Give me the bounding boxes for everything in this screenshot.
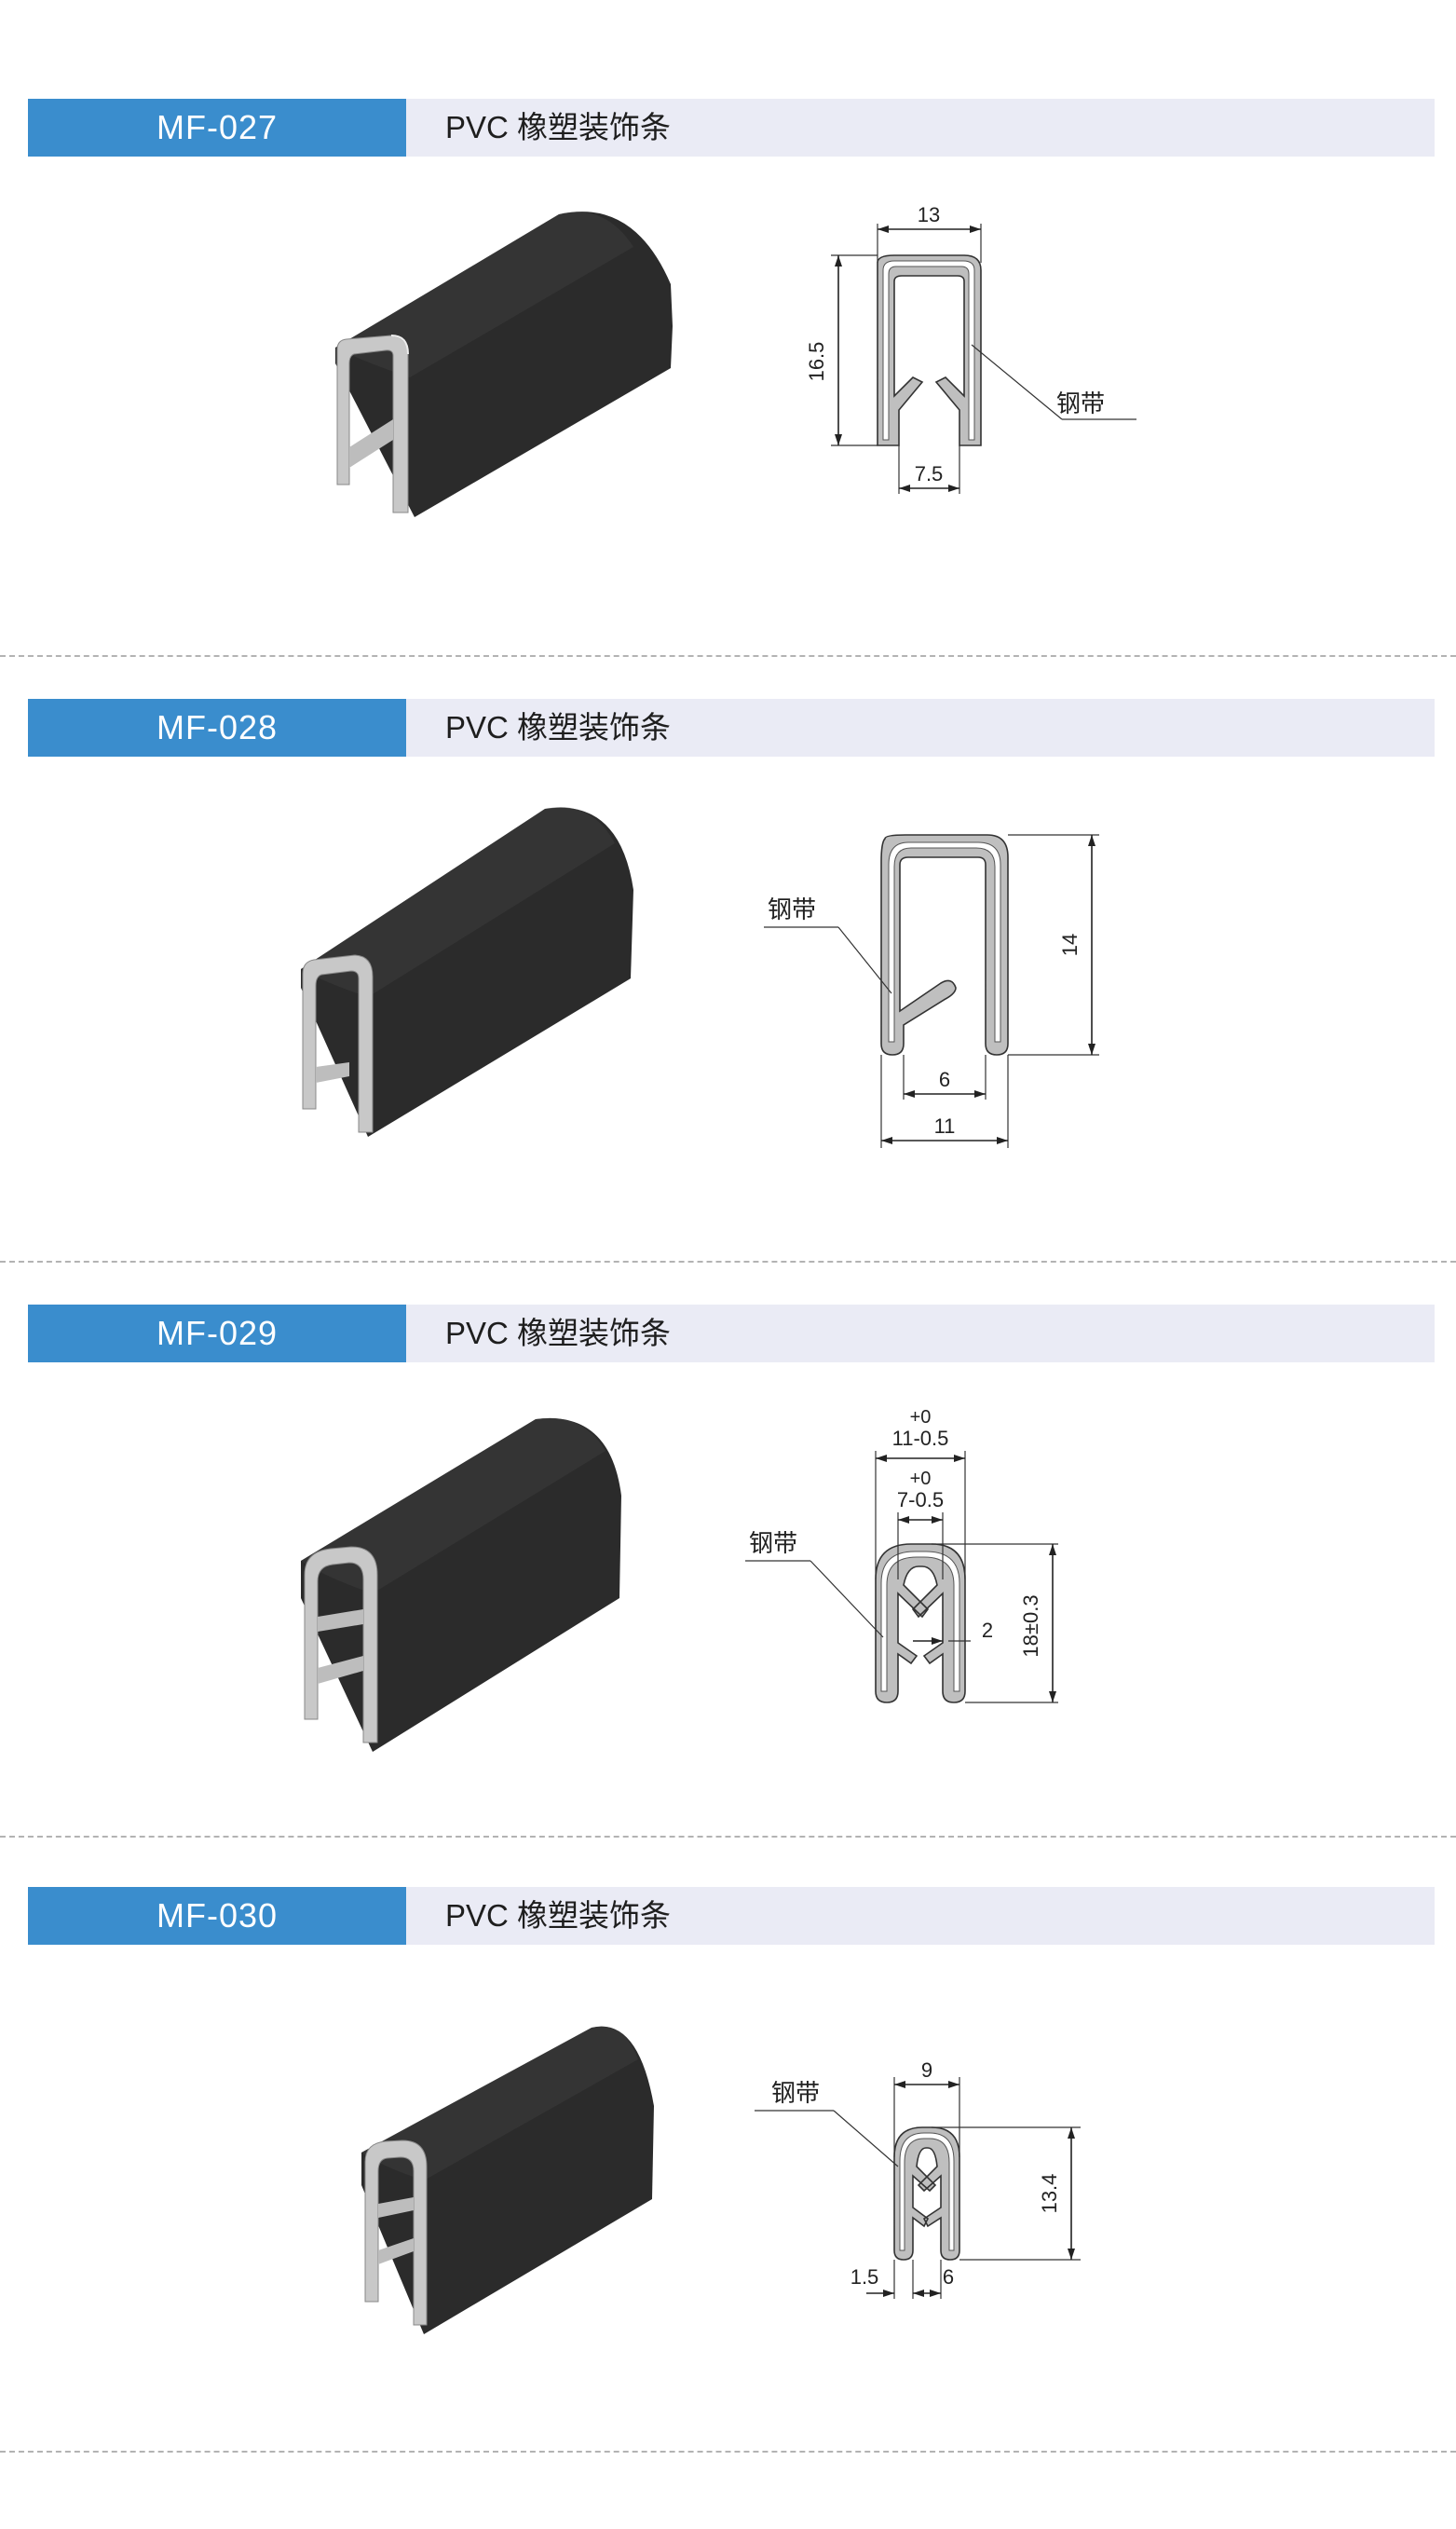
product-name: PVC 橡塑装饰条	[445, 110, 672, 144]
product-header: MF-029 PVC 橡塑装饰条	[28, 1305, 1435, 1362]
dim-wall: 1.5	[850, 2265, 879, 2289]
dim-width: 11-0.5	[892, 1427, 949, 1450]
dim-inner-tolerance: +0	[910, 1469, 932, 1489]
steel-band-label: 钢带	[749, 1529, 797, 1557]
technical-drawing-mf-028: 14 6 11 钢带	[764, 834, 1099, 1148]
steel-band-label: 钢带	[1056, 390, 1105, 417]
dim-height: 13.4	[1038, 2174, 1061, 2214]
technical-drawing-mf-030: 9 13.4 1.5 6 钢带	[755, 2058, 1081, 2299]
dim-width: 9	[921, 2058, 932, 2082]
technical-drawing-mf-029: +0 11-0.5 +0 7-0.5 18±0.3 2 钢带	[745, 1407, 1058, 1703]
steel-band-label: 钢带	[771, 2079, 820, 2107]
section-divider	[0, 2451, 1456, 2453]
section-divider	[0, 1836, 1456, 1838]
section-divider	[0, 1261, 1456, 1263]
steel-band-label: 钢带	[768, 895, 816, 923]
product-header: MF-030 PVC 橡塑装饰条	[28, 1887, 1435, 1945]
product-name: PVC 橡塑装饰条	[445, 1316, 672, 1350]
product-photo-mf-030	[361, 2026, 654, 2334]
product-photo-mf-029	[301, 1417, 621, 1752]
product-name: PVC 橡塑装饰条	[445, 710, 672, 745]
product-code: MF-028	[28, 699, 406, 757]
dim-opening: 7.5	[915, 462, 944, 485]
dim-lip: 2	[982, 1619, 993, 1642]
product-code: MF-029	[28, 1305, 406, 1362]
dim-height: 16.5	[805, 342, 828, 382]
technical-drawing-mf-027: 13 16.5 7.5 钢带	[805, 203, 1136, 494]
product-code: MF-030	[28, 1887, 406, 1945]
product-name: PVC 橡塑装饰条	[445, 1898, 672, 1933]
product-photo-mf-027	[335, 212, 673, 517]
product-header: MF-028 PVC 橡塑装饰条	[28, 699, 1435, 757]
dim-opening: 6	[939, 1068, 950, 1091]
dim-width: 11	[934, 1114, 956, 1138]
product-code: MF-027	[28, 99, 406, 157]
dim-width-tolerance: +0	[910, 1407, 932, 1428]
dim-width: 13	[918, 203, 940, 226]
section-divider	[0, 655, 1456, 657]
dim-opening: 6	[943, 2265, 954, 2289]
product-header: MF-027 PVC 橡塑装饰条	[28, 99, 1435, 157]
dim-height: 18±0.3	[1019, 1594, 1042, 1657]
dim-height: 14	[1058, 934, 1082, 956]
product-photo-mf-028	[301, 807, 633, 1137]
dim-inner: 7-0.5	[897, 1488, 944, 1511]
